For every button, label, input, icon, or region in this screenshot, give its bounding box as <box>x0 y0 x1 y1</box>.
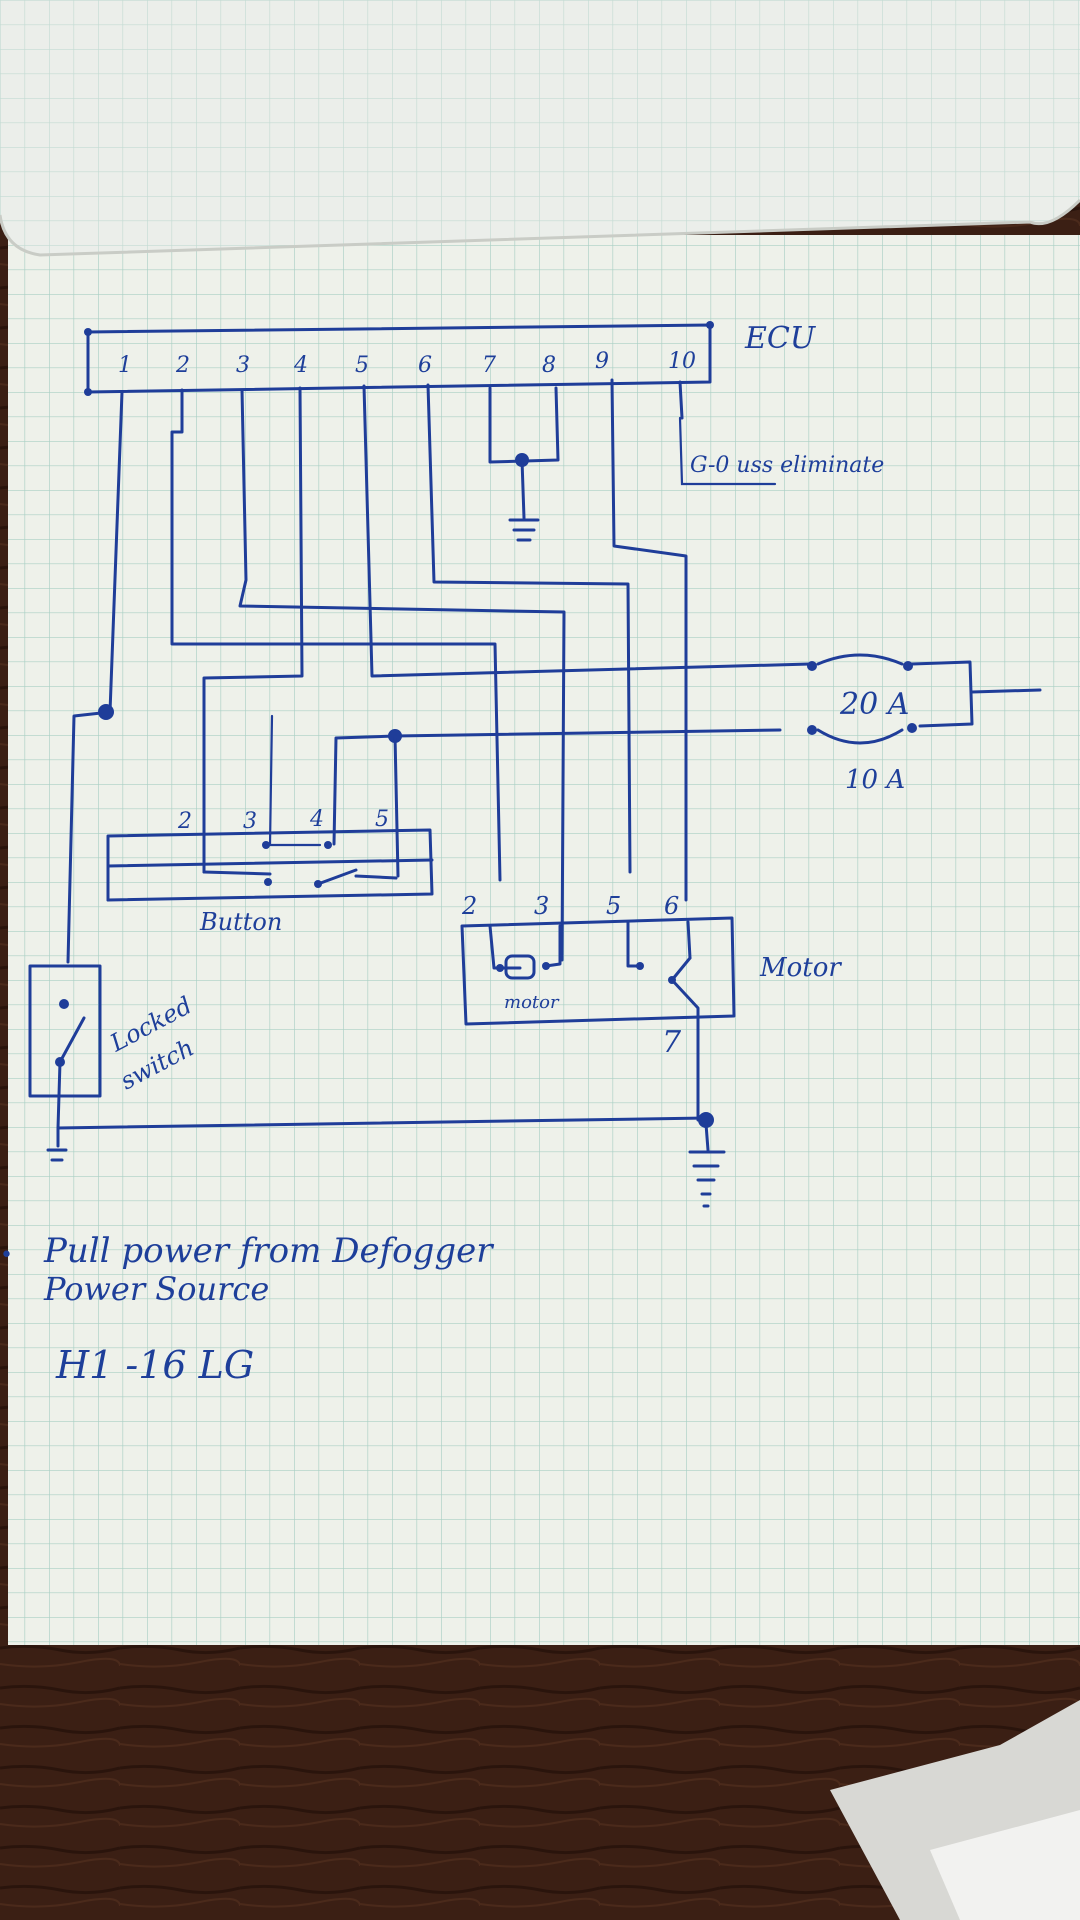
ecu-note-leader <box>678 416 777 486</box>
ecu-pin-1: 1 <box>118 353 132 378</box>
ecu-note: G-0 uss eliminate <box>690 453 884 478</box>
motor-block <box>460 916 736 1122</box>
motor-label: Motor <box>759 953 842 983</box>
motor-inner-label: motor <box>504 992 560 1013</box>
page-grid <box>8 235 1080 1645</box>
ecu-pin-6: 6 <box>418 353 432 378</box>
fuse-20a <box>807 653 1042 728</box>
ecu-pin-5: 5 <box>355 353 369 378</box>
fuse-10a-label: 10 A <box>845 765 905 795</box>
junction-pin1 <box>98 704 114 720</box>
wire-ecu-pin9 <box>610 378 688 902</box>
button-pin-2: 2 <box>177 809 192 834</box>
fuse-10a <box>393 723 917 745</box>
ecu-label: ECU <box>744 321 817 356</box>
button-pin-5: 5 <box>375 807 389 832</box>
wire-ecu-pin5 <box>362 384 812 678</box>
note-line-1: Pull power from Defogger <box>43 1231 494 1271</box>
wire-button-5 <box>393 734 400 878</box>
ground-symbol-top <box>488 386 560 542</box>
ecu-pin-2: 2 <box>175 353 190 378</box>
note-line-3: H1 -16 LG <box>55 1343 254 1387</box>
junction-ground <box>698 1112 714 1128</box>
motor-pin-5: 5 <box>606 892 621 920</box>
button-block <box>106 714 434 902</box>
ecu-pin-7: 7 <box>482 353 496 378</box>
ground-bus <box>56 1116 708 1130</box>
wire-ecu-pin1 <box>66 390 124 964</box>
folded-back-page <box>0 0 1080 257</box>
ecu-pin-3: 3 <box>236 353 250 378</box>
ecu-pin-4: 4 <box>293 353 308 378</box>
wire-ecu-pin6 <box>426 383 632 874</box>
motor-pin-3: 3 <box>534 892 549 920</box>
wire-ecu-pin10 <box>678 380 684 420</box>
ecu-pin-9: 9 <box>595 349 609 374</box>
motor-pin-2: 2 <box>461 892 477 920</box>
motor-pin-6: 6 <box>664 892 679 920</box>
ground-symbol-right <box>688 1122 726 1208</box>
ecu-connector <box>84 321 714 396</box>
note-line-2: Power Source <box>43 1270 269 1308</box>
button-pin-3: 3 <box>243 809 257 834</box>
fuse-20a-label: 20 A <box>839 687 909 722</box>
ground-symbol-left <box>46 1126 68 1162</box>
note-bullet: • <box>0 1243 13 1268</box>
locked-switch <box>28 964 102 1130</box>
ecu-pin-10: 10 <box>668 349 696 374</box>
button-pin-4: 4 <box>309 807 324 832</box>
button-label: Button <box>199 908 282 936</box>
wire-ecu-pin3 <box>238 388 566 962</box>
ecu-pin-8: 8 <box>542 353 556 378</box>
motor-pin-7: 7 <box>662 1025 682 1060</box>
packet-corner <box>830 1700 1080 1920</box>
wire-10a-feed <box>332 734 397 846</box>
wire-ecu-pin4 <box>202 386 304 874</box>
wire-ecu-pin2 <box>170 388 502 882</box>
